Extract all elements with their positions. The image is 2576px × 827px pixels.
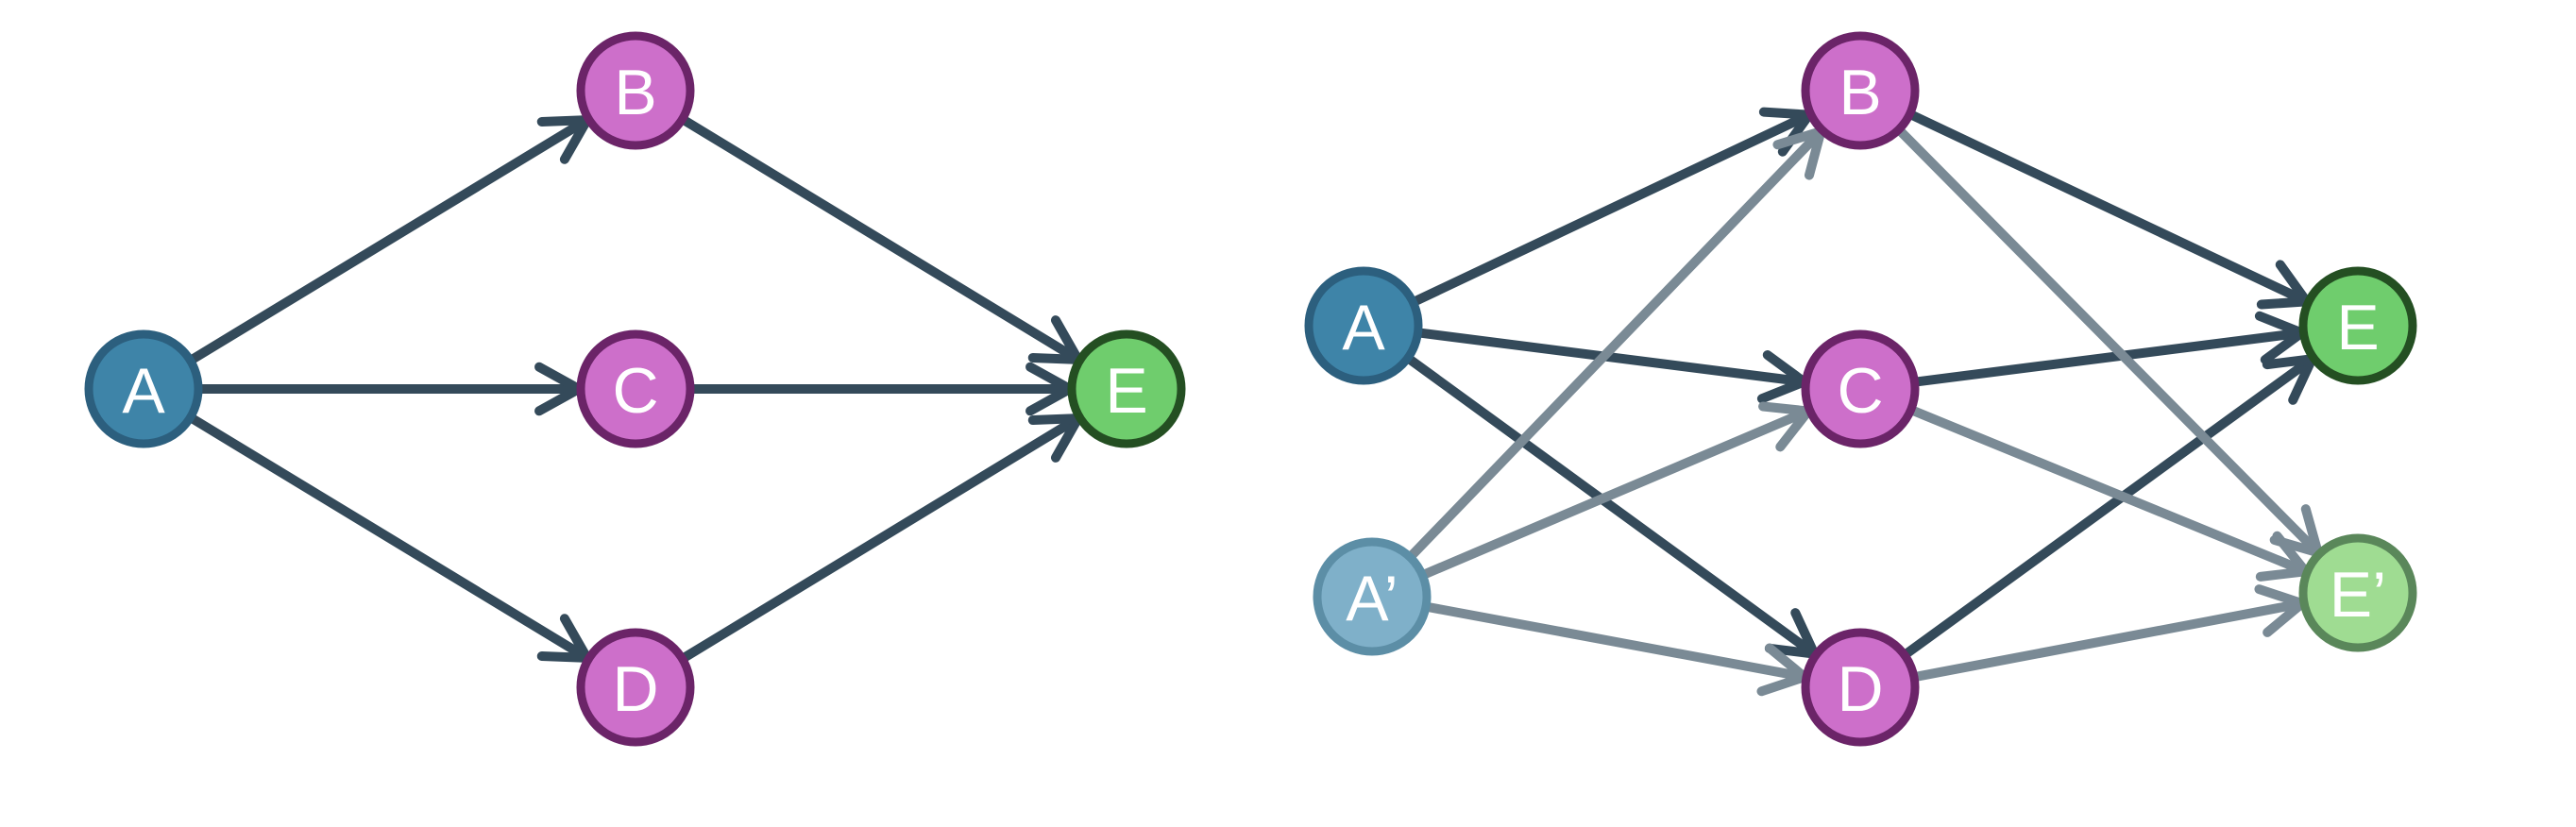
edge-line xyxy=(1902,403,2311,577)
node-label: E’ xyxy=(2330,559,2386,631)
node-r-b: B xyxy=(1801,31,1920,150)
edge-l-a-to-l-c xyxy=(190,362,584,416)
edge-line xyxy=(1906,328,2307,388)
edge-r-ap-to-r-d xyxy=(1417,600,1810,697)
node-circle xyxy=(1304,266,1423,385)
node-label: D xyxy=(1837,653,1883,725)
edge-line xyxy=(1891,122,2323,558)
node-l-a: A xyxy=(84,329,203,448)
node-r-c: C xyxy=(1801,329,1920,448)
edge-line xyxy=(182,411,592,663)
edge-line xyxy=(1906,599,2308,683)
edge-r-b-to-r-e xyxy=(1901,108,2312,310)
node-label: B xyxy=(614,57,656,128)
edge-line xyxy=(1402,127,1826,565)
edge-line xyxy=(674,414,1083,666)
node-circle xyxy=(576,628,695,747)
node-r-e: E xyxy=(2298,266,2417,385)
edges-layer xyxy=(182,107,2323,697)
node-label: A xyxy=(122,355,165,427)
node-r-d: D xyxy=(1801,628,1920,747)
node-l-d: D xyxy=(576,628,695,747)
edge-line xyxy=(1399,350,1820,659)
node-label: A xyxy=(1342,292,1385,363)
edge-line xyxy=(1896,354,2317,663)
node-circle xyxy=(2298,266,2417,385)
edge-line xyxy=(1404,110,1814,309)
edge-line xyxy=(1417,600,1810,683)
edge-line xyxy=(674,112,1083,364)
node-l-c: C xyxy=(576,329,695,448)
node-label: E xyxy=(2336,292,2379,363)
node-label: D xyxy=(612,653,658,725)
node-circle xyxy=(576,31,695,150)
edge-l-a-to-l-d xyxy=(182,411,592,663)
edge-l-b-to-l-e xyxy=(674,112,1083,364)
node-r-ep: E’ xyxy=(2298,533,2417,652)
node-label: B xyxy=(1839,57,1881,128)
node-label: C xyxy=(612,355,658,427)
node-l-e: E xyxy=(1067,329,1186,448)
node-l-b: B xyxy=(576,31,695,150)
node-label: C xyxy=(1837,355,1883,427)
edge-line xyxy=(182,115,592,367)
edge-l-c-to-l-e xyxy=(682,362,1075,416)
node-label: E xyxy=(1105,355,1147,427)
edge-r-a-to-r-c xyxy=(1409,327,1809,404)
edge-l-d-to-l-e xyxy=(674,414,1083,666)
edge-r-c-to-r-ep xyxy=(1902,403,2311,582)
node-circle xyxy=(1801,628,1920,747)
edge-l-a-to-l-b xyxy=(182,115,592,367)
node-circle xyxy=(2298,533,2417,652)
node-circle xyxy=(1067,329,1186,448)
node-circle xyxy=(1801,329,1920,448)
node-circle xyxy=(1801,31,1920,150)
node-label: A’ xyxy=(1346,563,1398,634)
node-r-ap: A’ xyxy=(1313,537,1432,656)
edge-line xyxy=(1414,406,1813,582)
nodes-layer: A B C D E A A’ B C D E E’ xyxy=(84,31,2417,747)
edge-r-c-to-r-e xyxy=(1906,311,2307,388)
node-r-a: A xyxy=(1304,266,1423,385)
edge-line xyxy=(1901,108,2312,307)
node-circle xyxy=(576,329,695,448)
node-circle xyxy=(84,329,203,448)
node-circle xyxy=(1313,537,1432,656)
